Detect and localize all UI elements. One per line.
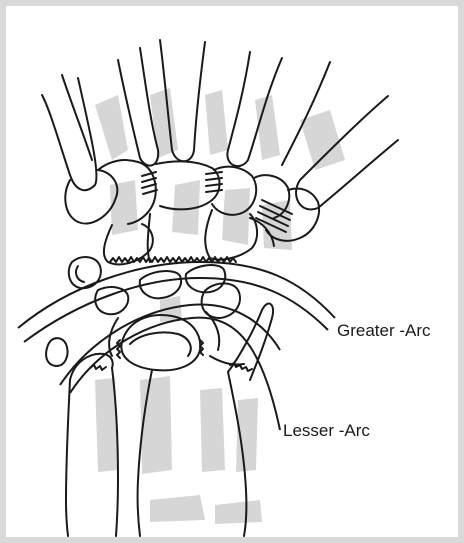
ulnar-fragment bbox=[46, 338, 67, 366]
ulna-shaft-left bbox=[66, 380, 70, 536]
radius-head bbox=[228, 304, 273, 380]
greater-arc-label: Greater -Arc bbox=[337, 322, 431, 339]
lesser-arc-label: Lesser -Arc bbox=[283, 422, 370, 439]
jagged-row-edge bbox=[110, 257, 236, 262]
carpal-distal-row bbox=[65, 170, 117, 223]
